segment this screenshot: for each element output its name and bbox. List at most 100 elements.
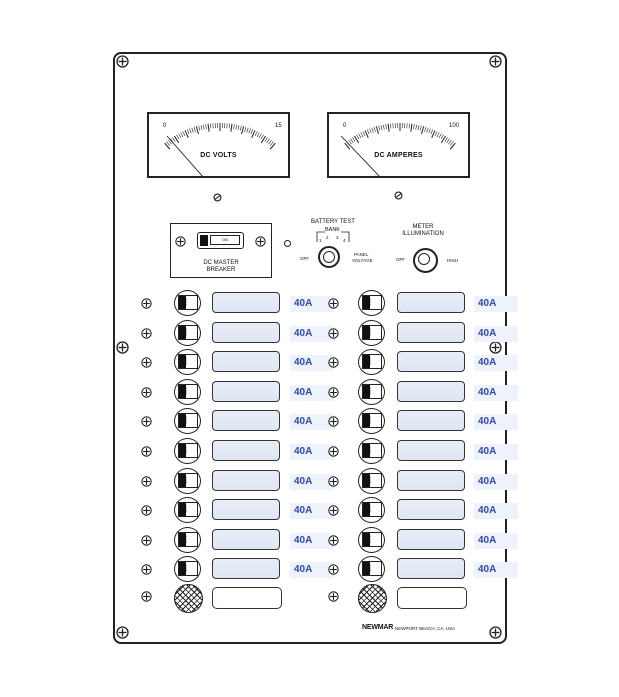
left-circuit-label-slot[interactable] (212, 440, 280, 461)
toggle-lever (179, 296, 186, 309)
meter-tick (195, 126, 199, 135)
left-circuit-label-slot[interactable] (212, 528, 280, 550)
breaker-toggle[interactable]: OFF (362, 531, 382, 547)
right-breaker-6[interactable]: OFF (358, 438, 385, 464)
meter-tick (241, 126, 245, 135)
spare-label-slot-right (397, 587, 467, 609)
breaker-toggle[interactable]: OFF (178, 354, 198, 370)
right-circuit-label-slot[interactable] (397, 410, 465, 432)
meter-tick (200, 125, 203, 131)
toggle-lever (200, 235, 208, 246)
right-breaker-9[interactable]: OFF (358, 526, 385, 553)
breaker-toggle[interactable]: OFF (362, 383, 382, 399)
left-breaker-1[interactable]: OFF (174, 290, 201, 316)
screw-icon (328, 505, 339, 516)
breaker-toggle[interactable]: OFF (362, 443, 382, 458)
left-amp-rating: 40A (290, 503, 334, 520)
right-circuit-label-slot[interactable] (397, 321, 465, 343)
master-breaker-toggle[interactable]: ON (197, 232, 244, 249)
meter-tick (230, 123, 233, 132)
right-circuit-label-slot[interactable] (397, 558, 465, 580)
breaker-toggle[interactable]: OFF (178, 502, 198, 518)
right-circuit-label-slot[interactable] (397, 351, 465, 373)
meter-tick (428, 128, 431, 134)
meter-tick (421, 126, 425, 135)
adjust-screw-icon[interactable] (213, 193, 222, 202)
breaker-toggle[interactable]: OFF (362, 502, 382, 518)
right-breaker-3[interactable]: OFF (358, 349, 385, 376)
breaker-toggle[interactable]: OFF (178, 443, 198, 458)
battery-test-knob[interactable] (318, 246, 340, 268)
breaker-toggle[interactable]: OFF (178, 383, 198, 399)
right-breaker-2[interactable]: OFF (358, 319, 385, 346)
left-breaker-6[interactable]: OFF (174, 438, 201, 464)
meter-tick (448, 139, 452, 145)
meter-tick (269, 142, 276, 150)
breaker-toggle[interactable]: OFF (362, 413, 382, 429)
volts-meter: 0 15 DC VOLTS (147, 112, 290, 178)
right-circuit-label-slot[interactable] (397, 440, 465, 461)
battery-off-label: OFF (300, 256, 309, 261)
right-circuit-label-slot[interactable] (397, 380, 465, 402)
meter-tick (440, 134, 444, 140)
breaker-toggle[interactable]: OFF (178, 413, 198, 429)
adjust-screw-icon[interactable] (394, 191, 403, 200)
toggle-lever (363, 325, 370, 339)
breaker-toggle[interactable]: OFF (362, 561, 382, 577)
left-circuit-label-slot[interactable] (212, 292, 280, 313)
meter-tick (250, 129, 254, 135)
panel-voltage-label-1: PANEL (354, 252, 369, 257)
left-breaker-8[interactable]: OFF (174, 497, 201, 524)
right-breaker-1[interactable]: OFF (358, 290, 385, 316)
meter-tick (417, 125, 420, 131)
breaker-toggle[interactable]: OFF (178, 472, 198, 488)
right-breaker-10[interactable]: OFF (358, 556, 385, 583)
right-breaker-7[interactable]: OFF (358, 467, 385, 494)
breaker-toggle[interactable]: OFF (362, 324, 382, 340)
meter-tick (426, 127, 429, 133)
screw-icon (141, 387, 152, 398)
breaker-toggle[interactable]: OFF (178, 561, 198, 577)
breaker-toggle[interactable]: OFF (362, 295, 382, 310)
right-amp-rating: 40A (474, 503, 518, 520)
off-text: OFF (183, 446, 188, 454)
left-circuit-label-slot[interactable] (212, 558, 280, 580)
left-circuit-label-slot[interactable] (212, 469, 280, 491)
left-circuit-label-slot[interactable] (212, 499, 280, 521)
left-breaker-9[interactable]: OFF (174, 526, 201, 553)
right-breaker-8[interactable]: OFF (358, 497, 385, 524)
meter-tick (256, 132, 260, 138)
right-circuit-label-slot[interactable] (397, 499, 465, 521)
breaker-toggle[interactable]: OFF (178, 324, 198, 340)
toggle-lever (363, 562, 370, 576)
toggle-lever (179, 325, 186, 339)
meter-tick (436, 132, 440, 138)
right-circuit-label-slot[interactable] (397, 528, 465, 550)
left-breaker-10[interactable]: OFF (174, 556, 201, 583)
meter-tick (184, 130, 189, 138)
illumination-high-label: HIGH (447, 258, 459, 263)
left-circuit-label-slot[interactable] (212, 321, 280, 343)
breaker-toggle[interactable]: OFF (178, 295, 198, 310)
left-breaker-7[interactable]: OFF (174, 467, 201, 494)
right-circuit-label-slot[interactable] (397, 469, 465, 491)
illumination-knob[interactable] (413, 248, 438, 273)
left-circuit-label-slot[interactable] (212, 380, 280, 402)
left-breaker-5[interactable]: OFF (174, 408, 201, 435)
left-circuit-label-slot[interactable] (212, 351, 280, 373)
meter-tick (364, 130, 369, 138)
meter-tick (410, 123, 413, 132)
breaker-toggle[interactable]: OFF (178, 531, 198, 547)
illumination-label-1: METER (412, 224, 434, 230)
left-breaker-2[interactable]: OFF (174, 319, 201, 346)
off-text: OFF (183, 386, 188, 395)
right-circuit-label-slot[interactable] (397, 292, 465, 313)
left-breaker-3[interactable]: OFF (174, 349, 201, 376)
left-breaker-4[interactable]: OFF (174, 378, 201, 405)
meter-tick (166, 141, 170, 146)
breaker-toggle[interactable]: OFF (362, 472, 382, 488)
right-breaker-4[interactable]: OFF (358, 378, 385, 405)
breaker-toggle[interactable]: OFF (362, 354, 382, 370)
left-circuit-label-slot[interactable] (212, 410, 280, 432)
right-breaker-5[interactable]: OFF (358, 408, 385, 435)
